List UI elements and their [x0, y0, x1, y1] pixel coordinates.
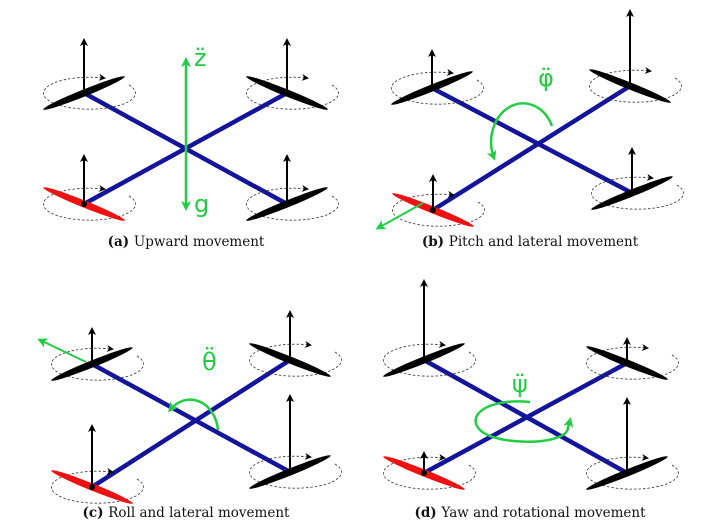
frame-arm — [90, 362, 292, 474]
rotation-direction-icon — [383, 453, 476, 490]
rotation-direction-icon — [246, 184, 339, 221]
lateral-movement-arrow-icon — [37, 338, 87, 363]
panel-caption-text: Yaw and rotational movement — [440, 505, 646, 520]
rotor-front-right — [249, 310, 342, 377]
rotor-front-right — [246, 38, 339, 110]
pitch-rotation-arrow-icon — [486, 102, 554, 161]
panel-caption-text: Roll and lateral movement — [108, 505, 290, 520]
rotation-direction-icon — [249, 452, 342, 489]
rotor-rear-left — [51, 424, 144, 504]
z-acceleration-label: z̈ — [194, 44, 207, 72]
rotor-rear-right — [246, 154, 339, 221]
rotation-direction-icon — [591, 173, 684, 210]
rotation-direction-icon — [249, 340, 342, 377]
frame-arm — [430, 86, 634, 195]
rotation-direction-icon — [43, 184, 136, 221]
rotation-direction-icon — [589, 66, 682, 103]
panel-caption: (c) Roll and lateral movement — [83, 505, 291, 520]
panel-tag: (a) — [108, 234, 134, 250]
rotation-direction-icon — [392, 190, 485, 227]
roll-acceleration-label: θ̈ — [202, 347, 217, 376]
roll-rotation-arrow-icon — [168, 398, 220, 431]
rotor-front-left — [391, 49, 484, 105]
panel-caption: (a) Upward movement — [108, 234, 265, 250]
rotor-rear-right — [591, 147, 684, 210]
rotation-direction-icon — [586, 453, 679, 490]
rotation-direction-icon — [586, 343, 679, 380]
rotor-rear-left — [392, 174, 485, 227]
yaw-acceleration-label: ψ̈ — [512, 370, 528, 398]
panel-b: φ̈ (b) Pitch and lateral movement — [375, 9, 684, 250]
gravity-label: g — [194, 190, 209, 218]
rotation-direction-icon — [383, 340, 476, 377]
yaw-rotation-arrow-icon — [474, 400, 574, 443]
rotation-direction-icon — [391, 68, 484, 105]
frame-arm — [90, 358, 292, 489]
pitch-acceleration-label: φ̈ — [538, 64, 554, 92]
rotation-direction-icon — [246, 73, 339, 110]
rotor-front-right — [586, 337, 679, 380]
frame-arm — [431, 84, 632, 212]
panel-tag: (c) — [83, 505, 109, 520]
lateral-movement-arrow-icon — [375, 202, 424, 230]
rotation-direction-icon — [51, 344, 144, 381]
rotor-front-left — [51, 327, 144, 381]
rotor-front-right — [589, 9, 682, 103]
panel-a: z̈ g (a) Upward movement — [43, 38, 339, 250]
panel-caption: (d) Yaw and rotational movement — [414, 505, 646, 520]
rotor-rear-left — [43, 154, 136, 221]
rotor-rear-right — [249, 394, 342, 489]
rotor-rear-right — [586, 397, 679, 490]
panel-caption-text: Pitch and lateral movement — [449, 234, 639, 250]
panel-tag: (b) — [422, 234, 449, 250]
frame-arm — [422, 361, 629, 475]
rotor-rear-left — [383, 451, 476, 490]
rotation-direction-icon — [43, 73, 136, 110]
panel-c: θ̈ (c) Roll and lateral movement — [37, 310, 342, 520]
panel-caption-text: Upward movement — [134, 234, 265, 250]
panel-caption: (b) Pitch and lateral movement — [422, 234, 639, 250]
rotation-direction-icon — [51, 467, 144, 504]
panel-tag: (d) — [414, 505, 441, 520]
rotor-front-left — [383, 279, 476, 377]
panel-d: ψ̈ (d) Yaw and rotational movement — [383, 279, 679, 520]
rotor-front-left — [43, 38, 136, 110]
